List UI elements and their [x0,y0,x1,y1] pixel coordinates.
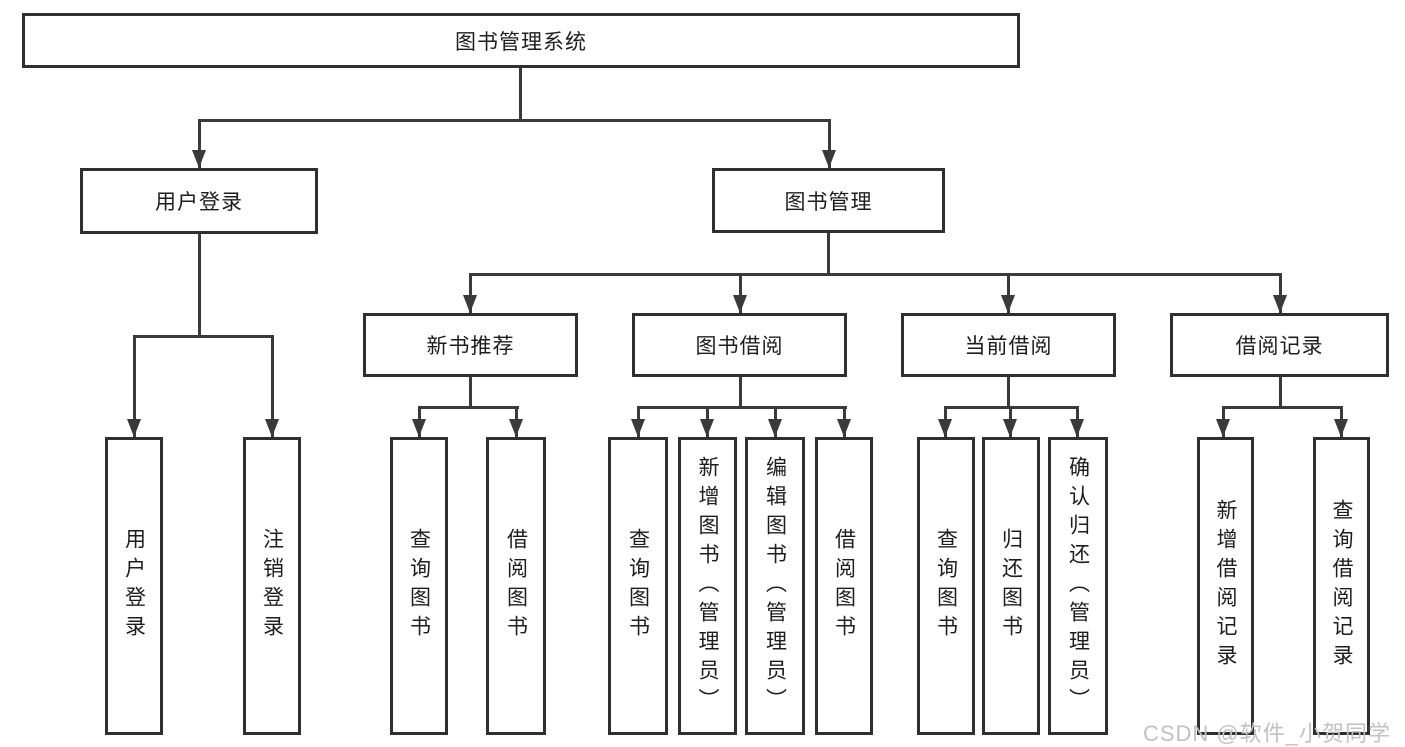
connector-drop-book-management [828,119,831,168]
arrowhead-down-icon [768,419,782,437]
leaf-logout: 注销登录 [243,437,301,735]
node-borrow-records: 借阅记录 [1170,313,1389,377]
arrowhead-down-icon [509,419,523,437]
connector-root-branch [198,119,831,122]
leaf-confirm-return-admin: 确认归还（管理员） [1048,437,1108,735]
connector-drop-user-login [198,119,201,168]
leaf-borrow-books-borrow: 借阅图书 [815,437,873,735]
arrowhead-down-icon [1003,419,1017,437]
connector-drop-recommend [469,273,472,313]
arrowhead-down-icon [127,419,141,437]
arrowhead-down-icon [938,419,952,437]
connector-recommend-stem [469,377,472,409]
leaf-query-books-current: 查询图书 [917,437,975,735]
connector-login-stem [198,234,201,335]
arrowhead-down-icon [412,419,426,437]
arrowhead-down-icon [192,150,206,168]
connector-login-branch [133,335,274,338]
leaf-user-login: 用户登录 [105,437,163,735]
connector-drop-leaf-login [133,335,136,437]
connector-drop-borrow [739,273,742,313]
arrowhead-down-icon [1273,295,1287,313]
connector-borrow-stem [739,377,742,409]
connector-mgmt-branch [469,273,1282,276]
connector-drop-records [1279,273,1282,313]
arrowhead-down-icon [733,295,747,313]
arrowhead-down-icon [700,419,714,437]
node-book-management: 图书管理 [712,168,945,233]
leaf-return-book: 归还图书 [982,437,1040,735]
leaf-edit-book-admin: 编辑图书（管理员） [745,437,805,735]
connector-current-stem [1007,377,1010,409]
leaf-borrow-books-recommend: 借阅图书 [486,437,546,735]
leaf-query-borrow-record: 查询借阅记录 [1313,437,1370,735]
node-library-management-system: 图书管理系统 [22,13,1020,68]
leaf-add-book-admin: 新增图书（管理员） [678,437,737,735]
node-user-login: 用户登录 [80,168,318,234]
connector-mgmt-stem [827,233,830,276]
connector-records-branch [1222,406,1343,409]
node-new-book-recommend: 新书推荐 [363,313,578,377]
connector-recommend-branch [418,406,519,409]
connector-drop-current [1007,273,1010,313]
connector-drop-leaf-logout [271,335,274,437]
csdn-watermark: CSDN @软件_小贺同学 [1142,721,1391,746]
leaf-query-books-recommend: 查询图书 [390,437,448,735]
arrowhead-down-icon [265,419,279,437]
node-current-borrow: 当前借阅 [901,313,1116,377]
node-book-borrow: 图书借阅 [632,313,847,377]
arrowhead-down-icon [1001,295,1015,313]
arrowhead-down-icon [1070,419,1084,437]
leaf-query-books-borrow: 查询图书 [608,437,668,735]
arrowhead-down-icon [463,295,477,313]
connector-records-stem [1279,377,1282,409]
arrowhead-down-icon [822,150,836,168]
leaf-add-borrow-record: 新增借阅记录 [1197,437,1254,735]
arrowhead-down-icon [631,419,645,437]
connector-root-stem [519,68,522,119]
arrowhead-down-icon [1216,419,1230,437]
arrowhead-down-icon [837,419,851,437]
arrowhead-down-icon [1334,419,1348,437]
connector-borrow-branch [637,406,847,409]
